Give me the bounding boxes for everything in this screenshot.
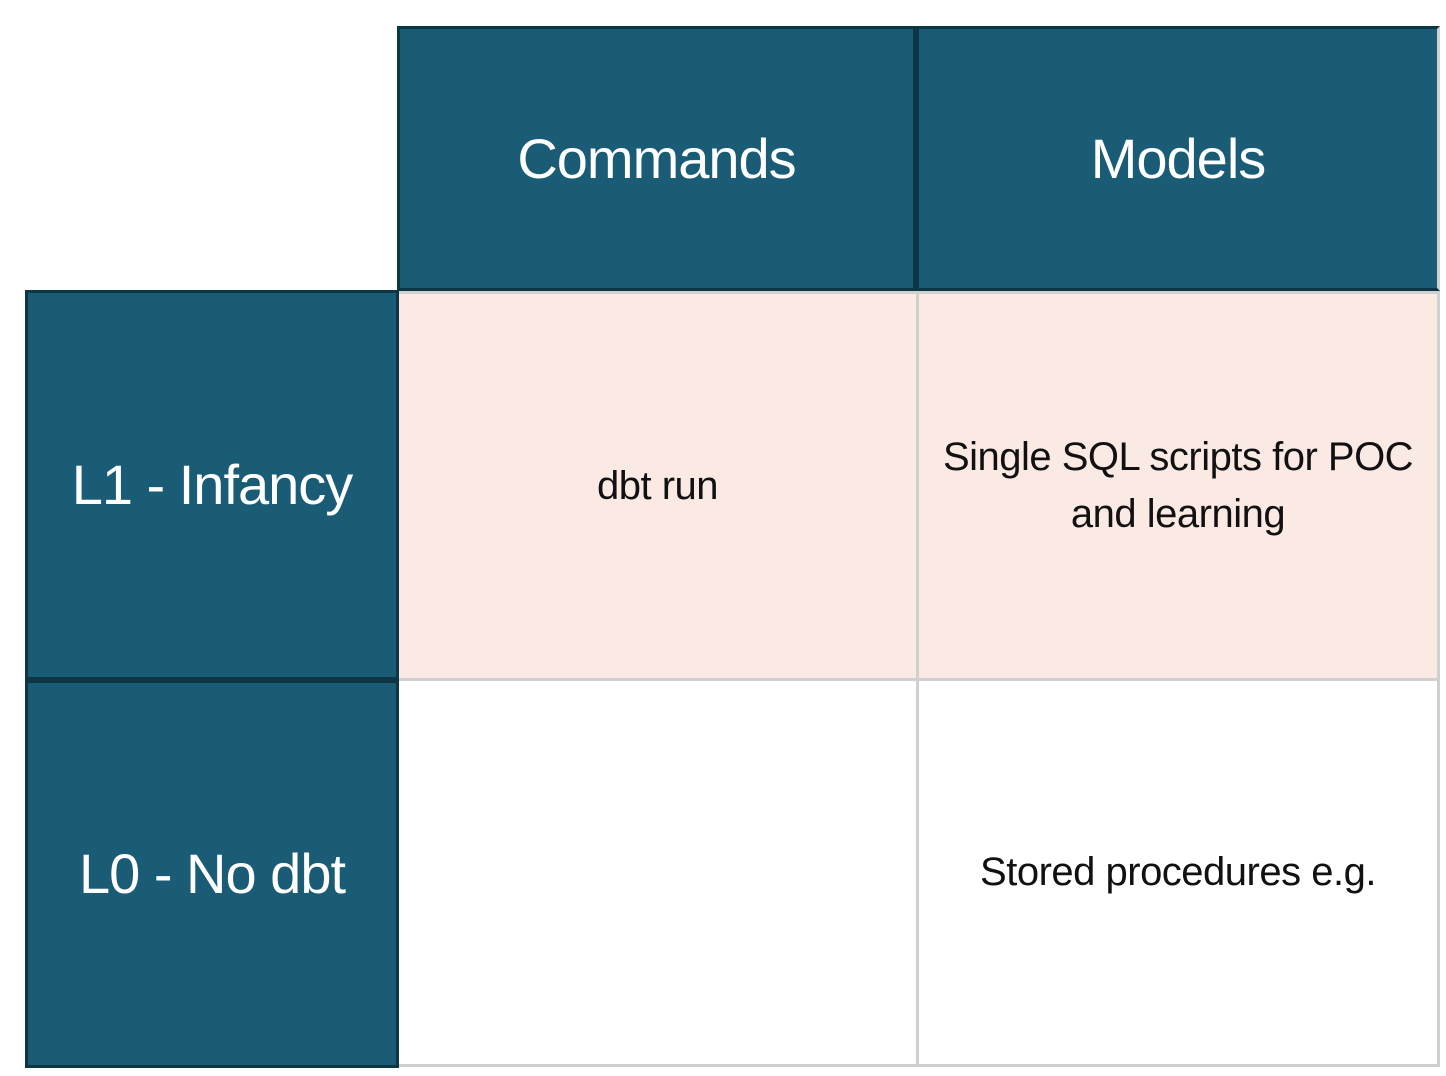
row-header-l0-no-dbt: L0 - No dbt [25,680,399,1068]
row-header-l1-infancy: L1 - Infancy [25,290,399,680]
cell-l0-models-text: Stored procedures e.g. [980,850,1376,895]
cell-l1-commands-text: dbt run [596,463,719,508]
row-header-l0-no-dbt-label: L0 - No dbt [78,842,346,906]
row-header-l1-infancy-label: L1 - Infancy [71,453,354,517]
column-header-commands-label: Commands [517,126,796,190]
cell-l1-models: Single SQL scripts for POC and learning [919,291,1440,681]
cell-l0-commands [399,681,919,1067]
cell-l1-models-text: Single SQL scripts for POC and learning [942,435,1414,536]
cell-l0-models: Stored procedures e.g. [919,681,1440,1067]
column-header-models: Models [916,26,1440,291]
column-header-models-label: Models [1090,126,1267,190]
column-header-commands: Commands [397,26,916,291]
cell-l1-commands: dbt run [399,291,919,681]
